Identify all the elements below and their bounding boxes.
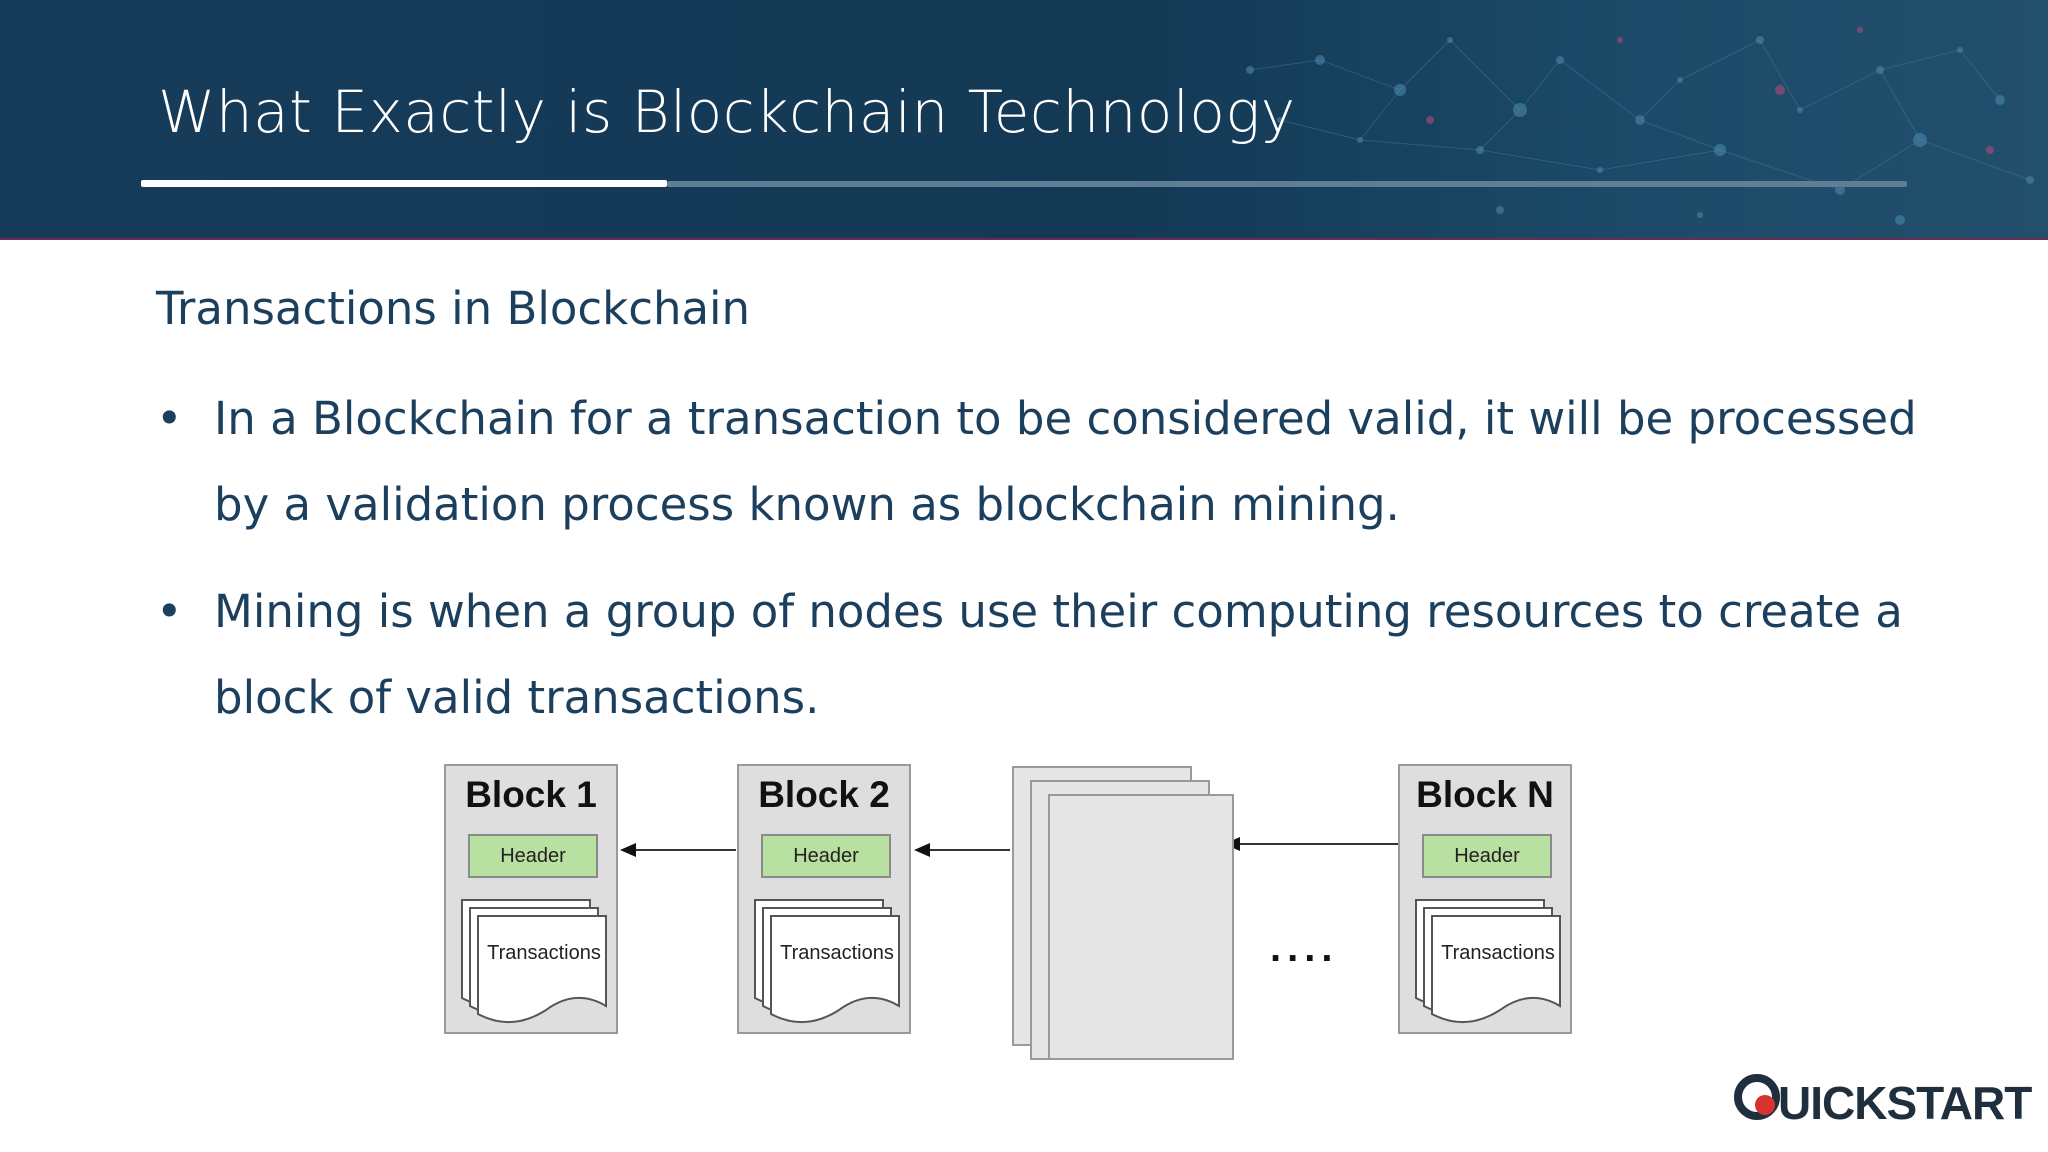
block-header: Header (761, 834, 891, 878)
blockchain-diagram: Block 1 Header Transactions Block 2 Head… (440, 756, 1590, 1060)
bullet-marker: • (156, 585, 183, 638)
block-title: Block N (1416, 774, 1554, 815)
slide-title: What Exactly is Blockchain Technology (158, 78, 1296, 146)
intermediate-blocks-stack (1010, 760, 1240, 1060)
transactions-stack: Transactions (753, 898, 903, 1028)
block-header: Header (1422, 834, 1552, 878)
title-underline-progress (141, 180, 667, 187)
header-bottom-border (0, 238, 2048, 240)
block-title: Block 1 (465, 774, 597, 815)
block-n: Block N Header Transactions (1398, 764, 1572, 1034)
transactions-label: Transactions (487, 942, 601, 964)
block-2: Block 2 Header Transactions (737, 764, 911, 1034)
document-stack-icon (461, 899, 607, 1024)
section-subtitle: Transactions in Blockchain (156, 282, 751, 335)
transactions-label: Transactions (1441, 942, 1555, 964)
logo-accent-dot (1755, 1095, 1775, 1115)
document-stack-icon (754, 899, 900, 1024)
transactions-label: Transactions (780, 942, 894, 964)
bullet-text: Mining is when a group of nodes use thei… (214, 585, 1903, 724)
chain-arrows (620, 837, 1398, 857)
network-pattern-decoration (1246, 27, 2034, 225)
logo-text: UICKSTART (1778, 1077, 2032, 1129)
bullet-text: In a Blockchain for a transaction to be … (214, 392, 1917, 531)
transactions-stack: Transactions (460, 898, 610, 1028)
block-title: Block 2 (758, 774, 890, 815)
stacked-block (1048, 794, 1234, 1060)
block-1: Block 1 Header Transactions (444, 764, 618, 1034)
document-stack-icon (1415, 899, 1561, 1024)
block-header: Header (468, 834, 598, 878)
title-underline-track (667, 181, 1907, 187)
transactions-stack: Transactions (1414, 898, 1564, 1028)
slide-header-banner: What Exactly is Blockchain Technology (0, 0, 2048, 240)
quickstart-q-logo-icon (1734, 1074, 1780, 1120)
bullet-marker: • (156, 392, 183, 445)
ellipsis: .... (1270, 926, 1339, 970)
